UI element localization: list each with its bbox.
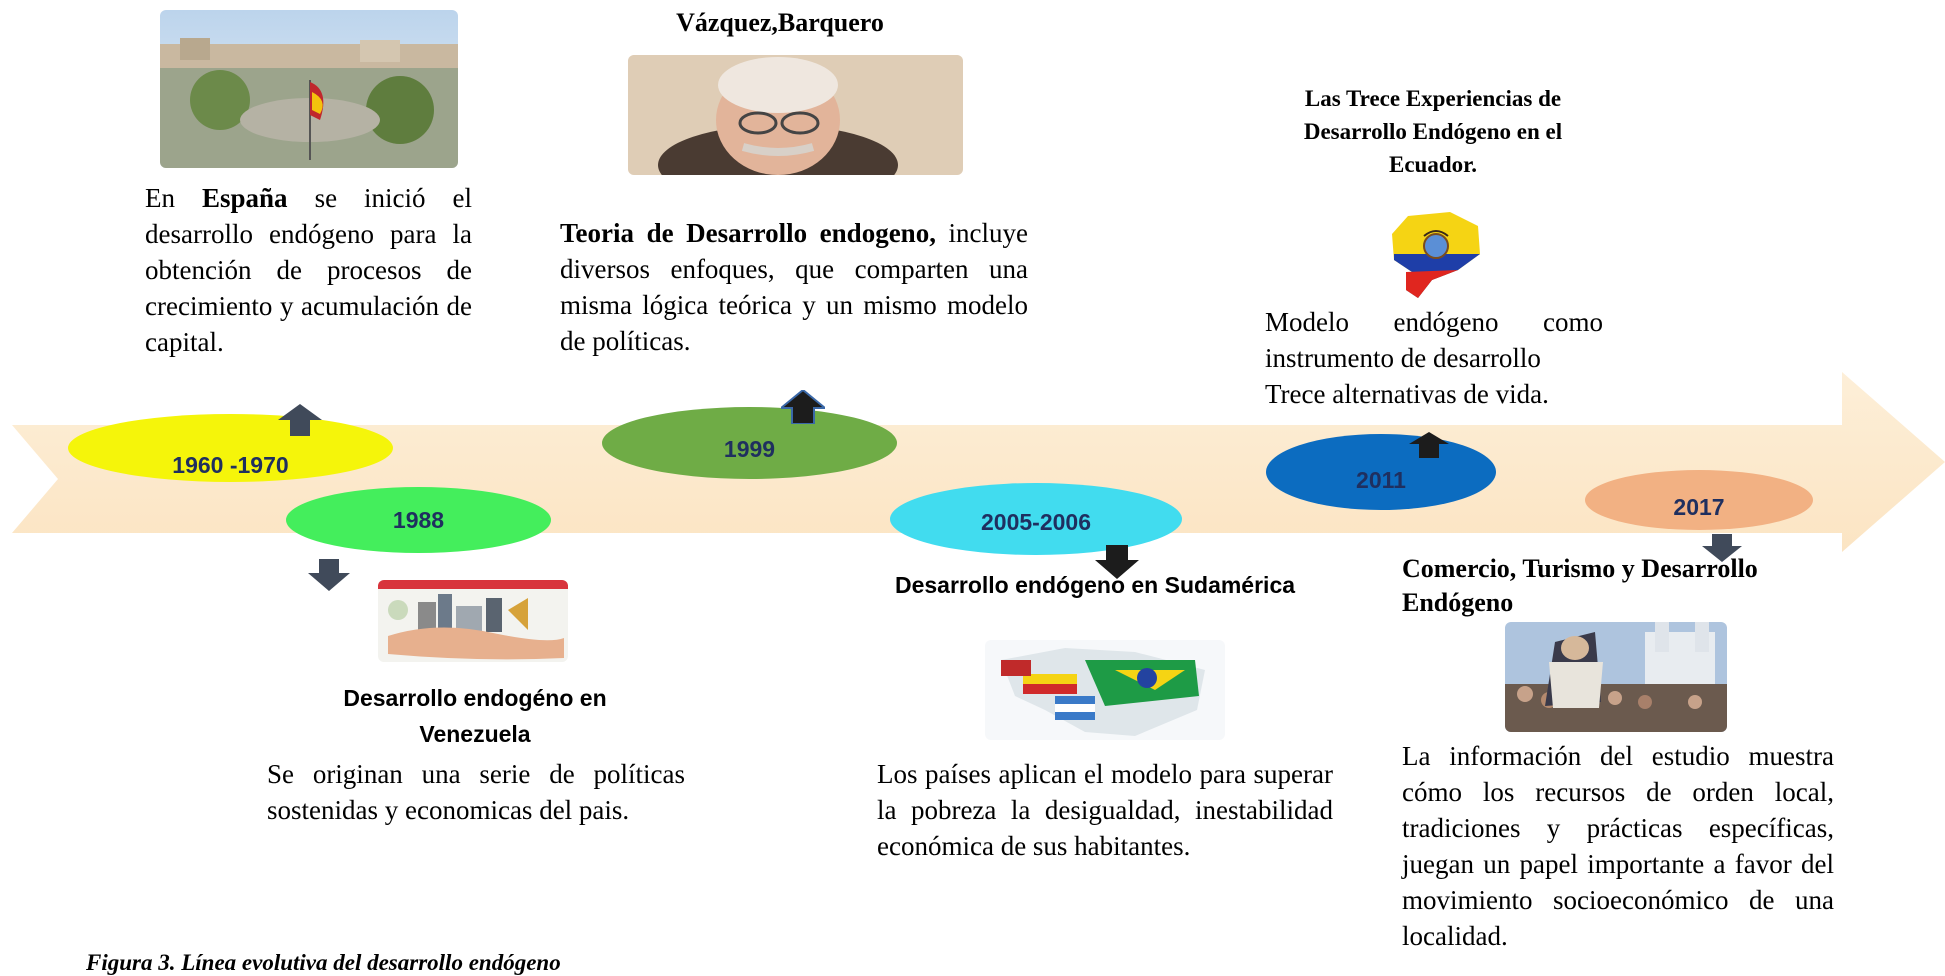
year-ellipse-2005: 2005-2006 [890,483,1182,555]
south-america-flags-map [985,640,1225,740]
arrow-down-2017-icon [1702,534,1742,562]
year-label-1988: 1988 [392,506,445,533]
arrow-down-2005-icon [1095,545,1139,579]
comercio-heading: Comercio, Turismo y Desarrollo Endógeno [1402,554,1758,617]
ecuador-line-3: Trece alternativas de vida. [1265,379,1549,409]
ecuador-flag-map [1392,212,1480,298]
sudamerica-description: Los países aplican el modelo para supera… [877,759,1333,861]
venezuela-heading-line-1: Desarrollo endogéno en [343,685,607,711]
year-label-1960: 1960 -1970 [172,451,289,478]
year-ellipse-2011: 2011 [1266,434,1496,510]
hand-with-city-illustration [378,580,568,662]
arrow-up-2011-icon [1409,432,1449,458]
spain-description: En España se inició el desarrollo endóge… [145,180,472,360]
vazquez-text-bold: Teoria de Desarrollo endogeno, [560,218,936,248]
arrow-up-1999-icon [781,390,825,424]
venezuela-description: Se originan una serie de políticas soste… [267,759,685,825]
ecuador-line-2: instrumento de desarrollo [1265,343,1541,373]
vazquez-barquero-portrait [628,55,963,175]
arrow-up-1960-icon [278,404,322,436]
figure-caption: Figura 3. Línea evolutiva del desarrollo… [86,950,561,975]
year-label-1999: 1999 [723,435,776,462]
venezuela-heading: Desarrollo endogéno en Venezuela [300,680,650,752]
spain-text-prefix: En [145,183,175,213]
year-label-2005: 2005-2006 [981,508,1091,535]
vazquez-heading: Vázquez,Barquero [676,8,884,37]
ecuador-line-1: Modelo endógeno como [1265,307,1603,337]
vazquez-text-rest: incluye diversos enfoques, que comparten… [560,218,1028,356]
year-ellipse-1988: 1988 [286,487,551,553]
ecuador-description: Modelo endógeno como instrumento de desa… [1265,304,1603,412]
year-ellipse-1999: 1999 [602,407,897,479]
year-ellipse-2017: 2017 [1585,470,1813,530]
spain-text-rest: se inició el desarrollo endógeno para la… [145,183,473,357]
arrow-down-1988-icon [308,559,350,591]
year-ellipse-1960: 1960 -1970 [68,414,393,482]
year-label-2011: 2011 [1356,466,1406,493]
ecuador-heading: Las Trece Experiencias de Desarrollo End… [1303,86,1563,177]
venezuela-heading-line-2: Venezuela [419,721,531,747]
sudamerica-heading: Desarrollo endógeno en Sudamérica [894,572,1296,598]
spain-text-bold: España [202,183,288,213]
comercio-description: La información del estudio muestra cómo … [1402,741,1834,951]
religious-procession-photo [1505,622,1727,732]
vazquez-description: Teoria de Desarrollo endogeno, incluye d… [560,215,1028,359]
year-label-2017: 2017 [1673,493,1725,520]
madrid-city-photo [160,10,458,168]
